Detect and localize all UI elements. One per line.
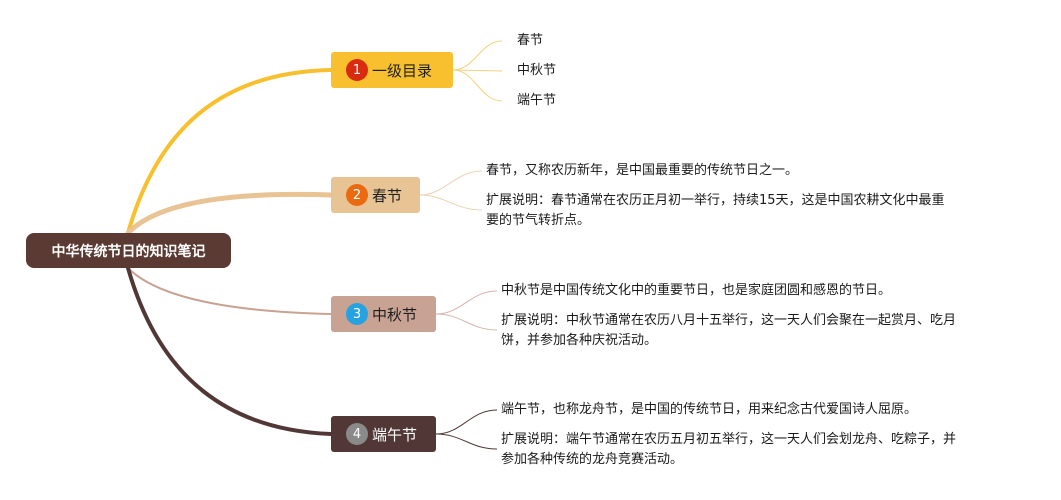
connector-root-to-branch-2 (125, 191, 334, 236)
leaf-b4-3[interactable]: 参加各种传统的龙舟竞赛活动。 (501, 452, 684, 467)
number-badge-3: 3 (346, 303, 368, 325)
branch-node-4[interactable]: 4 端午节 (331, 416, 436, 452)
leaf-b2-2[interactable]: 扩展说明：春节通常在农历正月初一举行，持续15天，这是中国农耕文化中最重 (486, 193, 945, 208)
connector-b1-leaf-3 (452, 69, 503, 102)
leaf-b1-1[interactable]: 春节 (517, 33, 544, 48)
root-label: 中华传统节日的知识笔记 (51, 243, 206, 260)
connector-root-to-branch-3 (127, 267, 332, 315)
leaf-b1-3[interactable]: 端午节 (517, 93, 557, 108)
connector-b3-leaf-1 (435, 290, 498, 315)
leaf-b1-2[interactable]: 中秋节 (517, 63, 557, 78)
leaf-b4-2[interactable]: 扩展说明：端午节通常在农历五月初五举行，这一天人们会划龙舟、吃粽子，并 (501, 432, 957, 447)
number-badge-4: 4 (346, 423, 368, 445)
branch-label-4: 端午节 (372, 425, 418, 444)
leaf-b3-3[interactable]: 饼，并参加各种庆祝活动。 (501, 333, 658, 348)
leaf-b4-1[interactable]: 端午节，也称龙舟节，是中国的传统节日，用来纪念古代爱国诗人屈原。 (501, 402, 918, 417)
branch-label-1: 一级目录 (372, 61, 433, 80)
connector-b2-leaf-2 (419, 194, 483, 211)
branch-node-1[interactable]: 1 一级目录 (331, 52, 453, 88)
connector-b1-leaf-2 (452, 69, 503, 72)
connector-b4-leaf-1 (435, 409, 498, 435)
leaf-b3-2[interactable]: 扩展说明：中秋节通常在农历八月十五举行，这一天人们会聚在一起赏月、吃月 (501, 313, 957, 328)
root-node[interactable]: 中华传统节日的知识笔记 (26, 233, 231, 268)
leaf-b3-1[interactable]: 中秋节是中国传统文化中的重要节日，也是家庭团圆和感恩的节日。 (501, 283, 892, 298)
connector-root-to-branch-4 (126, 266, 333, 436)
connector-b2-leaf-1 (419, 170, 483, 196)
connector-b3-leaf-2 (435, 313, 498, 331)
number-badge-2: 2 (346, 184, 368, 206)
connector-b1-leaf-1 (452, 40, 503, 71)
connector-root-to-branch-1 (126, 68, 333, 235)
leaf-b2-1[interactable]: 春节，又称农历新年，是中国最重要的传统节日之一。 (486, 163, 799, 178)
branch-label-2: 春节 (372, 186, 403, 205)
branch-label-3: 中秋节 (372, 305, 418, 324)
connector-b4-leaf-2 (435, 433, 498, 450)
branch-node-3[interactable]: 3 中秋节 (331, 296, 436, 332)
branch-node-2[interactable]: 2 春节 (331, 177, 420, 213)
leaf-b2-3[interactable]: 要的节气转折点。 (486, 213, 591, 228)
number-badge-1: 1 (346, 59, 368, 81)
